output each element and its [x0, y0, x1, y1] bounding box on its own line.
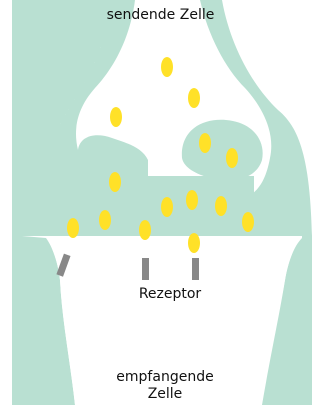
- vesicle: [67, 218, 79, 238]
- vesicle: [242, 212, 254, 232]
- sending-cell: [12, 0, 312, 252]
- fusion-pocket-right: [182, 120, 263, 181]
- vesicle: [215, 196, 227, 216]
- receiving-cell-label: empfangende Zelle: [80, 369, 250, 403]
- receptor-label: Rezeptor: [100, 286, 240, 303]
- vesicle: [199, 133, 211, 153]
- receptor: [192, 258, 199, 280]
- vesicle: [161, 197, 173, 217]
- vesicle: [226, 148, 238, 168]
- receiving-cell-label-line2: Zelle: [80, 386, 250, 403]
- sending-cell-label: sendende Zelle: [0, 7, 321, 24]
- receiving-cell-label-line1: empfangende: [80, 369, 250, 386]
- vesicle: [99, 210, 111, 230]
- vesicle: [110, 107, 122, 127]
- vesicle: [188, 233, 200, 253]
- presynaptic-membrane: [78, 176, 254, 200]
- vesicle: [161, 57, 173, 77]
- vesicle: [139, 220, 151, 240]
- receptor: [142, 258, 149, 280]
- vesicle: [188, 88, 200, 108]
- vesicle: [186, 190, 198, 210]
- vesicle: [109, 172, 121, 192]
